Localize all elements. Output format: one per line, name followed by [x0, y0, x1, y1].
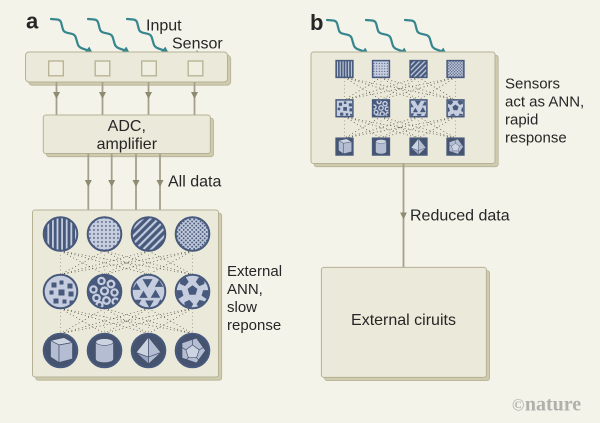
- svg-text:amplifier: amplifier: [97, 136, 158, 153]
- svg-text:Sensor: Sensor: [172, 36, 223, 53]
- svg-text:Sensors: Sensors: [505, 76, 560, 93]
- svg-text:slow: slow: [227, 299, 257, 316]
- svg-text:©nature: ©nature: [512, 394, 581, 416]
- svg-text:ADC,: ADC,: [108, 118, 146, 135]
- svg-text:Input: Input: [146, 18, 182, 35]
- svg-text:External ciruits: External ciruits: [351, 312, 456, 329]
- svg-text:rapid: rapid: [505, 112, 538, 129]
- svg-text:All data: All data: [168, 174, 221, 191]
- svg-text:response: response: [505, 130, 567, 147]
- svg-text:ANN,: ANN,: [227, 281, 263, 298]
- svg-text:External: External: [227, 263, 282, 280]
- svg-text:reponse: reponse: [227, 317, 281, 334]
- svg-text:act as ANN,: act as ANN,: [505, 94, 584, 111]
- svg-text:b: b: [310, 10, 323, 35]
- svg-text:a: a: [26, 9, 39, 34]
- svg-text:Reduced data: Reduced data: [410, 208, 510, 225]
